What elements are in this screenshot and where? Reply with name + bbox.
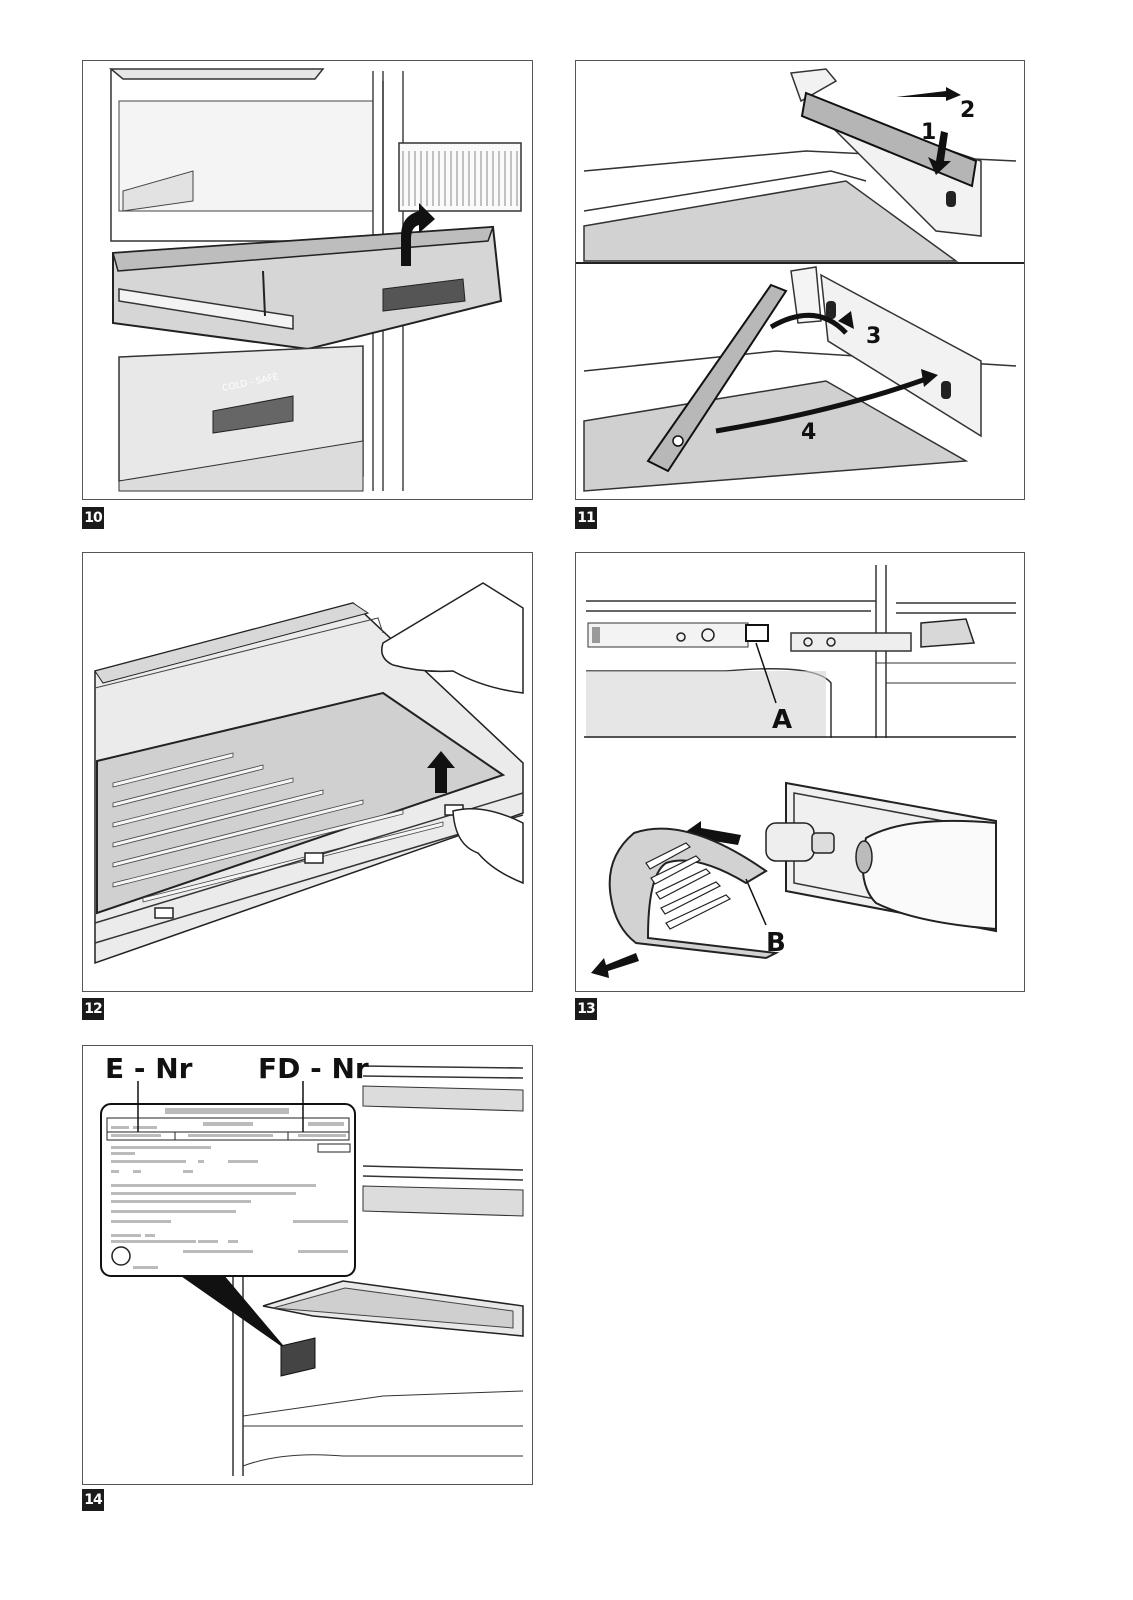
step-3-label: 3	[866, 324, 881, 349]
figure-10-illustration: COLD - SAFE	[83, 61, 532, 499]
figure-10-number: 10	[82, 507, 104, 529]
fd-nr-label: FD - Nr	[258, 1052, 369, 1085]
figure-13-illustration: A B	[576, 553, 1024, 991]
part-b-label: B	[766, 928, 786, 958]
step-2-label: 2	[960, 98, 975, 123]
figure-13-number: 13	[575, 998, 597, 1020]
step-1-label: 1	[921, 120, 936, 145]
figure-10-panel: COLD - SAFE	[82, 60, 533, 500]
figure-14-illustration: E - Nr FD - Nr	[83, 1046, 532, 1484]
figure-11-panel: 2 1 3 4	[575, 60, 1025, 500]
figure-13-panel: A B	[575, 552, 1025, 992]
figure-11-number: 11	[575, 507, 597, 529]
figure-12-illustration	[83, 553, 532, 991]
figure-12-panel	[82, 552, 533, 992]
figure-14-number: 14	[82, 1489, 104, 1511]
step-4-label: 4	[801, 420, 816, 445]
part-a-label: A	[772, 705, 792, 735]
e-nr-label: E - Nr	[105, 1052, 193, 1085]
figure-14-panel: E - Nr FD - Nr	[82, 1045, 533, 1485]
figure-12-number: 12	[82, 998, 104, 1020]
figure-11-illustration: 2 1 3 4	[576, 61, 1024, 499]
